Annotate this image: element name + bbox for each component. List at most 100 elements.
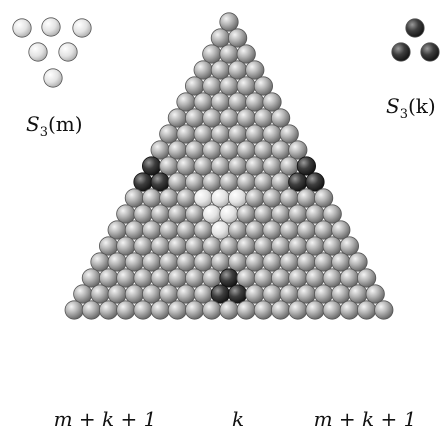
gray-sphere [202,172,222,192]
light-sphere [202,204,222,224]
gray-sphere [245,124,265,144]
gray-sphere [176,220,196,240]
light-sphere [43,68,63,88]
gray-sphere [305,268,325,288]
gray-sphere [90,284,110,304]
gray-sphere [374,300,394,320]
gray-sphere [133,236,153,256]
light-sphere [58,42,78,62]
gray-sphere [322,204,342,224]
gray-sphere [262,284,282,304]
bottom-right-label: m + k + 1 [314,407,417,431]
gray-sphere [210,124,230,144]
gray-sphere [210,28,230,48]
gray-sphere [279,156,299,176]
gray-sphere [193,156,213,176]
gray-sphere [81,268,102,288]
gray-sphere [176,284,196,304]
gray-sphere [219,108,239,128]
gray-sphere [253,268,273,288]
gray-sphere [107,284,127,304]
gray-sphere [270,204,291,224]
gray-sphere [331,220,351,240]
gray-sphere [236,140,256,160]
light-sphere [12,18,32,38]
gray-sphere [210,252,230,272]
gray-sphere [193,252,213,272]
light-sphere [41,17,61,37]
gray-sphere [159,220,179,240]
gray-sphere [176,252,196,272]
dark-sphere [420,42,440,62]
gray-sphere [270,140,291,160]
gray-sphere [253,140,273,160]
gray-sphere [159,124,179,144]
dark-sphere [133,172,153,192]
gray-sphere [124,252,144,272]
gray-sphere [228,92,248,112]
gray-sphere [107,252,127,272]
gray-sphere [339,300,359,320]
gray-sphere [262,220,282,240]
gray-sphere [202,236,222,256]
gray-sphere [219,236,239,256]
gray-sphere [185,300,205,320]
gray-sphere [305,204,325,224]
gray-sphere [202,44,222,64]
gray-sphere [253,204,273,224]
s3k-label: S3(k) [386,94,436,122]
dark-sphere [405,18,425,38]
gray-sphere [202,108,222,128]
gray-sphere [245,92,265,112]
gray-sphere [245,188,265,208]
gray-sphere [270,300,291,320]
gray-sphere [90,252,110,272]
gray-sphere [73,284,93,304]
gray-sphere [356,268,377,288]
gray-sphere [107,220,127,240]
gray-sphere [193,220,213,240]
gray-sphere [133,300,153,320]
gray-sphere [288,140,308,160]
gray-sphere [99,236,119,256]
gray-sphere [167,108,187,128]
gray-sphere [262,188,282,208]
gray-sphere [185,76,205,96]
light-sphere [72,18,92,38]
gray-sphere [159,188,179,208]
gray-sphere [150,140,170,160]
gray-sphere [262,124,282,144]
bottom-left-label: m + k + 1 [54,407,157,431]
gray-sphere [253,76,273,96]
gray-sphere [236,204,256,224]
dark-sphere [296,156,316,176]
gray-sphere [202,140,222,160]
gray-sphere [279,188,299,208]
gray-sphere [365,284,385,304]
light-sphere [193,188,213,208]
gray-sphere [262,252,282,272]
gray-sphere [99,268,119,288]
gray-sphere [124,284,144,304]
gray-sphere [236,108,256,128]
gray-sphere [331,284,351,304]
gray-sphere [236,172,256,192]
gray-sphere [262,92,282,112]
gray-sphere [253,236,273,256]
gray-sphere [288,236,308,256]
light-sphere [219,204,239,224]
dark-sphere [288,172,308,192]
gray-sphere [81,300,102,320]
s3k-legend-triangle [391,18,440,62]
gray-sphere [245,220,265,240]
gray-sphere [262,156,282,176]
gray-sphere [116,236,136,256]
dark-sphere [228,284,248,304]
gray-sphere [313,220,334,240]
gray-sphere [142,252,162,272]
gray-sphere [270,108,291,128]
gray-sphere [159,156,179,176]
gray-sphere [210,156,230,176]
gray-sphere [185,172,205,192]
gray-sphere [99,300,119,320]
